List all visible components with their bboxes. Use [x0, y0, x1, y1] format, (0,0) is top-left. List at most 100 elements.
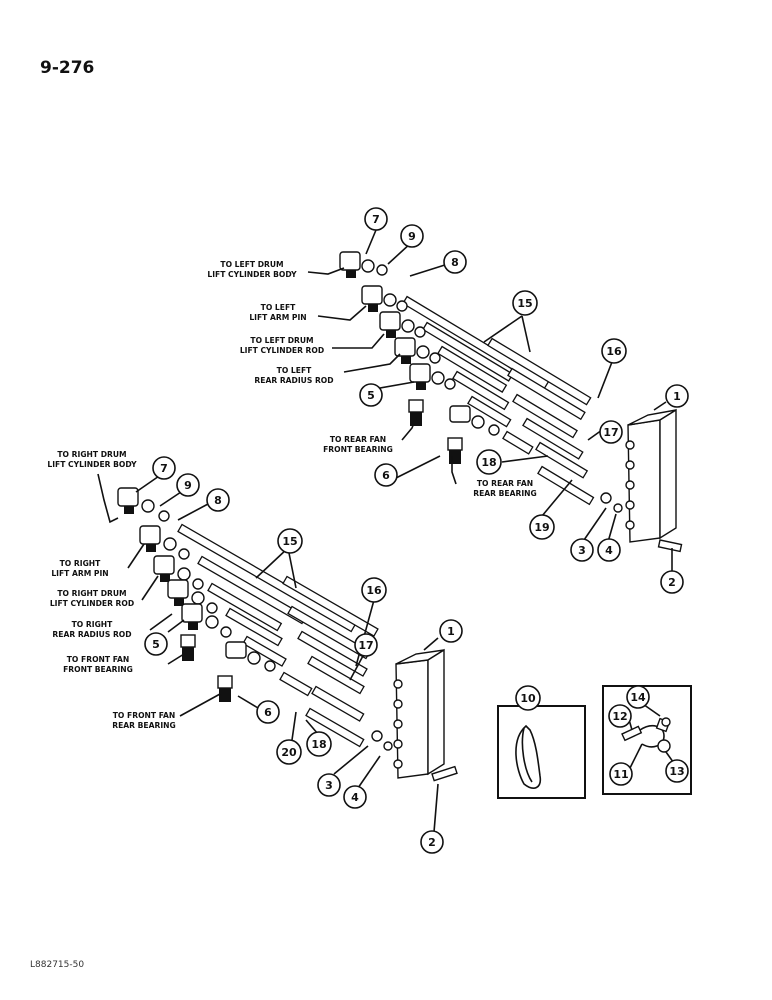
callout-bubble: 20 [276, 739, 302, 765]
callout-bubble: 5 [359, 383, 383, 407]
callout-bubble: 6 [374, 463, 398, 487]
upper-manifold [600, 408, 683, 553]
svg-text:14: 14 [630, 691, 646, 704]
callout-bubble: 2 [420, 830, 444, 854]
lower-assembly [117, 487, 458, 782]
label-right-cyl-rod-2: LIFT CYLINDER ROD [50, 599, 134, 608]
callout-bubble: 7 [364, 207, 388, 231]
upper-callouts: 7 9 8 15 16 1 5 17 6 18 19 3 4 2 [359, 207, 689, 594]
label-left-drum-cyl-body-1: TO LEFT DRUM [220, 260, 283, 269]
svg-text:3: 3 [325, 779, 333, 792]
lower-tubes [177, 523, 379, 748]
callout-bubble: 8 [443, 250, 467, 274]
label-right-arm-pin-2: LIFT ARM PIN [51, 569, 108, 578]
svg-text:2: 2 [668, 576, 676, 589]
figure-code: L882715-50 [30, 960, 85, 970]
label-left-cyl-rod-2: LIFT CYLINDER ROD [240, 346, 324, 355]
svg-text:2: 2 [428, 836, 436, 849]
callout-bubble: 18 [306, 731, 332, 757]
svg-text:20: 20 [281, 746, 297, 759]
label-left-radius-rod-1: TO LEFT [277, 366, 312, 375]
callout-bubble: 14 [626, 685, 650, 709]
svg-text:8: 8 [451, 256, 459, 269]
svg-text:9: 9 [408, 230, 416, 243]
leader-lines [97, 229, 677, 833]
svg-text:17: 17 [603, 426, 618, 439]
svg-text:7: 7 [372, 213, 380, 226]
callout-bubble: 3 [570, 538, 594, 562]
svg-text:10: 10 [520, 692, 536, 705]
upper-tubes [402, 295, 595, 506]
svg-text:5: 5 [367, 389, 375, 402]
callout-bubble: 6 [256, 700, 280, 724]
label-rear-fan-front-2: FRONT BEARING [323, 445, 393, 454]
callout-bubble: 15 [512, 290, 538, 316]
callout-bubble: 12 [608, 704, 632, 728]
callout-bubble: 17 [599, 420, 623, 444]
svg-text:5: 5 [152, 638, 160, 651]
svg-text:7: 7 [160, 462, 168, 475]
callout-bubble: 13 [665, 759, 689, 783]
callout-bubble: 5 [144, 632, 168, 656]
label-right-drum-cyl-body-2: LIFT CYLINDER BODY [47, 460, 137, 469]
svg-text:6: 6 [382, 469, 390, 482]
label-right-drum-cyl-body-1: TO RIGHT DRUM [57, 450, 126, 459]
svg-text:1: 1 [447, 625, 455, 638]
svg-text:17: 17 [358, 639, 373, 652]
svg-text:18: 18 [311, 738, 326, 751]
callout-bubble: 4 [343, 785, 367, 809]
svg-text:15: 15 [517, 297, 532, 310]
page-number: 9-276 [40, 58, 95, 78]
label-left-arm-pin-2: LIFT ARM PIN [249, 313, 306, 322]
svg-text:8: 8 [214, 494, 222, 507]
lower-fittings [117, 487, 276, 702]
label-right-radius-rod-1: TO RIGHT [72, 620, 114, 629]
svg-text:18: 18 [481, 456, 496, 469]
svg-text:15: 15 [282, 535, 297, 548]
upper-labels: TO LEFT DRUM LIFT CYLINDER BODY TO LEFT … [207, 260, 536, 498]
label-front-fan-front-1: TO FRONT FAN [67, 655, 130, 664]
callout-bubble: 19 [529, 514, 555, 540]
lower-labels: TO RIGHT DRUM LIFT CYLINDER BODY TO RIGH… [47, 450, 175, 730]
callout-bubble: 1 [665, 384, 689, 408]
upper-assembly [339, 251, 683, 553]
callout-bubble: 18 [476, 449, 502, 475]
callout-bubble: 3 [317, 773, 341, 797]
label-left-cyl-rod-1: TO LEFT DRUM [250, 336, 313, 345]
callout-bubble: 11 [609, 762, 633, 786]
lower-manifold [371, 648, 458, 782]
svg-text:19: 19 [534, 521, 549, 534]
svg-text:16: 16 [366, 584, 382, 597]
svg-text:9: 9 [184, 479, 192, 492]
inset-strap [497, 705, 586, 799]
callout-bubble: 1 [439, 619, 463, 643]
label-rear-fan-rear-2: REAR BEARING [473, 489, 537, 498]
label-rear-fan-front-1: TO REAR FAN [330, 435, 386, 444]
label-left-drum-cyl-body-2: LIFT CYLINDER BODY [207, 270, 297, 279]
callout-bubble: 16 [601, 338, 627, 364]
callout-bubble: 4 [597, 538, 621, 562]
callout-bubble: 8 [206, 488, 230, 512]
label-right-radius-rod-2: REAR RADIUS ROD [52, 630, 131, 639]
callout-bubble: 7 [152, 456, 176, 480]
svg-text:16: 16 [606, 345, 622, 358]
label-front-fan-rear-1: TO FRONT FAN [113, 711, 176, 720]
callout-bubble: 9 [400, 224, 424, 248]
callout-bubble: 10 [515, 685, 541, 711]
callout-bubble: 17 [354, 633, 378, 657]
callout-bubble: 2 [660, 570, 684, 594]
svg-text:1: 1 [673, 390, 681, 403]
inset-callouts: 10 14 12 11 13 [515, 685, 689, 786]
svg-text:3: 3 [578, 544, 586, 557]
callout-bubble: 16 [361, 577, 387, 603]
svg-text:4: 4 [351, 791, 359, 804]
label-right-arm-pin-1: TO RIGHT [60, 559, 102, 568]
svg-text:12: 12 [612, 710, 627, 723]
upper-fittings [339, 251, 500, 464]
svg-text:4: 4 [605, 544, 613, 557]
label-rear-fan-rear-1: TO REAR FAN [477, 479, 533, 488]
svg-text:6: 6 [264, 706, 272, 719]
svg-text:13: 13 [669, 765, 684, 778]
label-front-fan-front-2: FRONT BEARING [63, 665, 133, 674]
